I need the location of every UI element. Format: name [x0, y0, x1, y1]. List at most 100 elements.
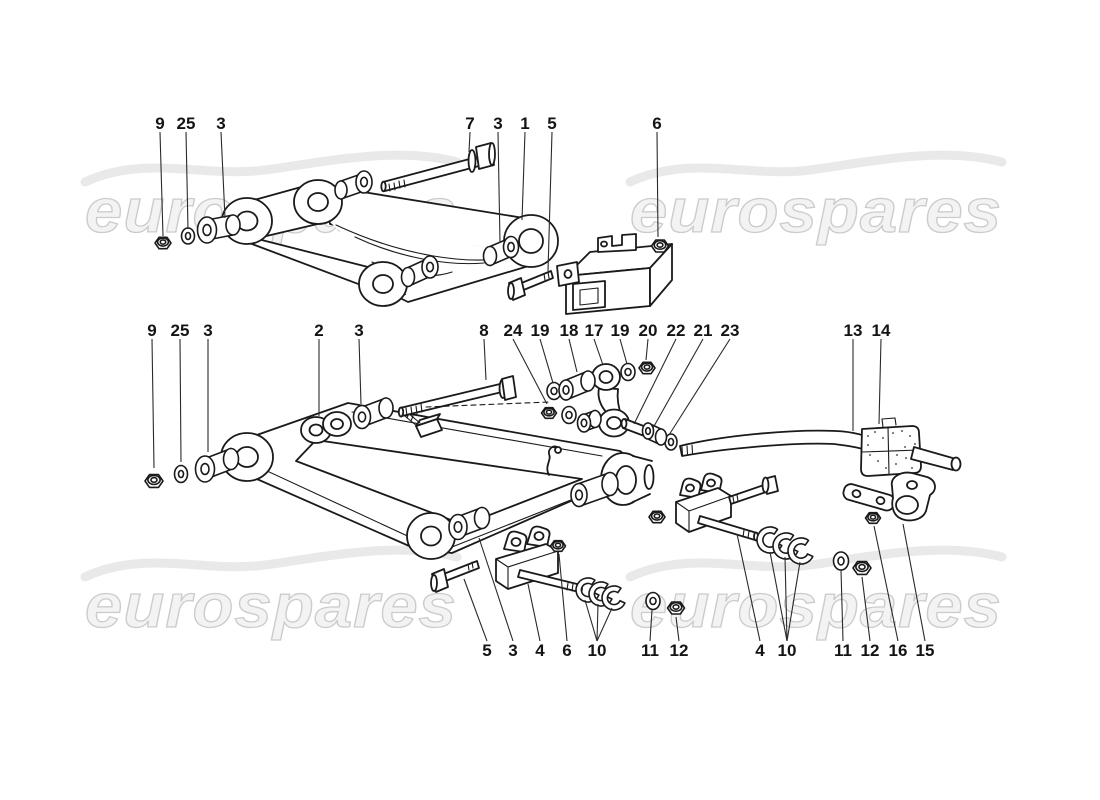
washer-25-upper	[180, 227, 196, 245]
assembly-axis-dashed	[425, 401, 550, 408]
callout-number: 14	[872, 321, 891, 340]
bolt-bracket-right	[728, 475, 779, 505]
nut-9-lower	[144, 473, 164, 489]
callout-number: 3	[354, 321, 363, 340]
leader-line	[497, 131, 501, 244]
washer-19-b	[620, 362, 636, 382]
nut-16	[864, 511, 882, 525]
callout-number: 12	[861, 641, 880, 660]
leader-line	[468, 131, 471, 153]
line-art	[220, 142, 962, 594]
leader-line	[478, 537, 514, 642]
callout-number: 3	[216, 114, 225, 133]
leader-line	[769, 551, 788, 642]
leader-line	[840, 569, 844, 642]
washer-25-lower	[173, 464, 189, 484]
lower-wishbone	[220, 402, 655, 560]
callout-number: 9	[147, 321, 156, 340]
lower-wishbone-fork-end	[600, 452, 655, 506]
callout-number: 8	[479, 321, 488, 340]
leader-line	[584, 599, 598, 642]
callout-number: 10	[778, 641, 797, 660]
callout-number: 3	[493, 114, 502, 133]
callout-number: 5	[547, 114, 556, 133]
nut-12-left	[666, 601, 686, 615]
frame-mount-bracket	[556, 233, 673, 315]
bushing-link-small	[576, 409, 602, 433]
leader-line	[151, 338, 155, 469]
leader-line	[568, 338, 578, 373]
callout-number: 24	[504, 321, 523, 340]
bushing-3-lower-top	[352, 397, 394, 430]
leader-line	[645, 338, 649, 361]
clamp-bracket-15	[842, 471, 936, 522]
callout-number: 7	[465, 114, 474, 133]
bushing-lower-right	[570, 471, 619, 508]
callout-number: 21	[694, 321, 713, 340]
callout-number: 1	[520, 114, 529, 133]
leader-line	[902, 523, 926, 642]
nut-9-upper	[154, 236, 172, 250]
nut-12-right	[852, 560, 872, 576]
bushing-21	[641, 422, 668, 446]
callout-number: 16	[889, 641, 908, 660]
leader-line	[220, 131, 226, 219]
frame-clip-detail	[546, 445, 558, 476]
leader-line	[619, 338, 628, 365]
bushing-upper-bottom	[400, 255, 439, 288]
callout-number: 19	[611, 321, 630, 340]
leader-line	[159, 131, 164, 237]
watermark-bottom-left: eurospares	[85, 550, 457, 642]
callout-number: 25	[177, 114, 196, 133]
callout-number: 19	[531, 321, 550, 340]
watermark-top-right: eurospares	[630, 155, 1002, 247]
leader-line	[521, 131, 526, 221]
watermark-bottom-right: eurospares	[630, 550, 1002, 642]
nut-on-stud	[648, 510, 666, 524]
callout-number: 6	[652, 114, 661, 133]
callout-number: 23	[721, 321, 740, 340]
leader-line	[358, 338, 362, 405]
bolt-7	[380, 142, 496, 193]
callout-number: 22	[667, 321, 686, 340]
callout-number: 4	[535, 641, 545, 660]
watermark-text: eurospares	[630, 177, 1002, 246]
bushing-18	[558, 370, 596, 401]
callout-number: 18	[560, 321, 579, 340]
leader-line	[736, 533, 761, 642]
bushing-3-upper-left	[196, 214, 241, 244]
callout-number: 11	[641, 641, 659, 660]
leader-line	[878, 338, 882, 425]
callout-number: 5	[482, 641, 491, 660]
callout-number: 4	[755, 641, 765, 660]
leader-line	[483, 338, 487, 381]
bolt-5-upper	[507, 270, 554, 301]
leader-line	[861, 576, 871, 642]
callout-number: 25	[171, 321, 190, 340]
bushing-3-lower-left	[194, 447, 240, 483]
leader-line	[633, 338, 677, 425]
callout-number: 13	[844, 321, 863, 340]
nut-6-upper	[650, 239, 670, 253]
callout-number: 20	[639, 321, 658, 340]
leader-line	[656, 131, 659, 238]
callout-number: 2	[314, 321, 323, 340]
nut-20	[638, 361, 656, 375]
watermark-text: eurospares	[630, 572, 1002, 641]
bolt-8	[397, 375, 550, 418]
washer-11-left	[645, 591, 661, 611]
washer-link	[561, 405, 577, 425]
callout-number: 9	[155, 114, 164, 133]
leader-line	[873, 525, 899, 642]
leader-line	[596, 603, 599, 642]
anti-roll-bar-end	[910, 446, 962, 472]
leader-line	[463, 578, 488, 642]
leader-line	[652, 338, 704, 429]
callout-number: 3	[508, 641, 517, 660]
clamp-shim-10	[601, 585, 626, 611]
callout-number: 15	[916, 641, 935, 660]
bracket-4-left	[495, 525, 583, 594]
leader-line	[649, 609, 653, 642]
link-17	[591, 363, 650, 438]
